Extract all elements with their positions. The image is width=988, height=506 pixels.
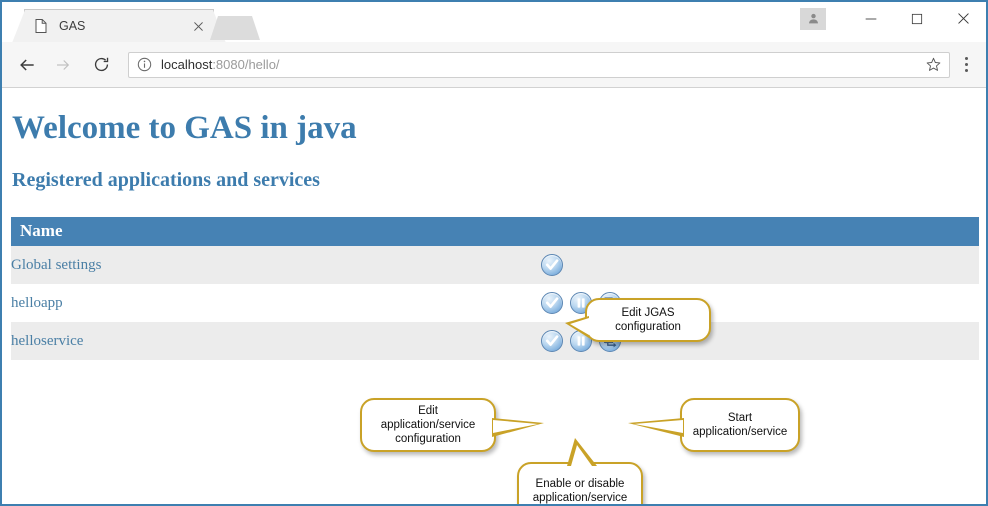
star-icon[interactable] (923, 55, 943, 75)
page-title: Welcome to GAS in java (12, 110, 357, 146)
callout-tail-fill (571, 445, 592, 466)
page-subtitle: Registered applications and services (12, 169, 320, 191)
edit-check-icon[interactable] (541, 330, 563, 352)
browser-toolbar: localhost:8080/hello/ (2, 42, 986, 88)
edit-check-icon[interactable] (541, 292, 563, 314)
close-button[interactable] (940, 2, 986, 35)
applications-table: Name Global settings (11, 217, 979, 360)
table-head: Name (11, 217, 979, 246)
window-controls (800, 2, 986, 35)
callout-edit-application-configuration: Edit application/service configuration (360, 398, 544, 452)
callout-text: Edit application/service configuration (380, 405, 476, 445)
callout-start-application: Start application/service (628, 398, 800, 452)
page-icon (33, 18, 49, 34)
callout-edit-jgas-configuration: Edit JGAS configuration (565, 298, 711, 342)
callout-text: Enable or disable application/service (532, 478, 628, 504)
new-tab-button[interactable] (210, 16, 260, 40)
table-row: Global settings (11, 246, 979, 284)
callout-tail-fill (634, 420, 683, 433)
reload-icon[interactable] (86, 50, 116, 80)
tab-title: GAS (59, 19, 86, 33)
browser-tab-gas[interactable]: GAS (12, 9, 226, 43)
edit-check-icon[interactable] (541, 254, 563, 276)
row-name-helloservice: helloservice (11, 322, 541, 360)
url-host: localhost (161, 57, 213, 72)
user-avatar-icon[interactable] (800, 7, 826, 30)
callout-enable-disable-application: Enable or disable application/service (517, 438, 643, 504)
url-path: :8080/hello/ (212, 57, 280, 72)
minimize-button[interactable] (848, 2, 894, 35)
callout-text: Edit JGAS configuration (615, 307, 681, 333)
three-dot-menu-icon[interactable] (952, 50, 980, 80)
info-circle-icon[interactable] (137, 57, 153, 73)
callout-text: Start application/service (692, 412, 788, 438)
address-bar-url[interactable]: localhost:8080/hello/ (161, 57, 923, 72)
column-header-name: Name (11, 217, 979, 246)
tab-close-icon[interactable] (189, 17, 207, 35)
back-arrow-icon[interactable] (12, 50, 42, 80)
table-body: Global settings (11, 246, 979, 360)
table-row: helloservice (11, 322, 979, 360)
table-row: helloapp (11, 284, 979, 322)
tab-strip: GAS (2, 2, 986, 43)
maximize-button[interactable] (894, 2, 940, 35)
callout-tail-fill (570, 318, 589, 335)
table-header-row: Name (11, 217, 979, 246)
row-name-global-settings: Global settings (11, 246, 541, 284)
address-bar[interactable]: localhost:8080/hello/ (128, 51, 950, 78)
callout-tail-fill (493, 420, 538, 433)
row-actions-global-settings (541, 246, 979, 284)
page-content: Welcome to GAS in java Registered applic… (2, 88, 986, 504)
row-name-helloapp: helloapp (11, 284, 541, 322)
applications-table-wrapper: Name Global settings (11, 217, 979, 360)
forward-arrow-icon (48, 50, 78, 80)
